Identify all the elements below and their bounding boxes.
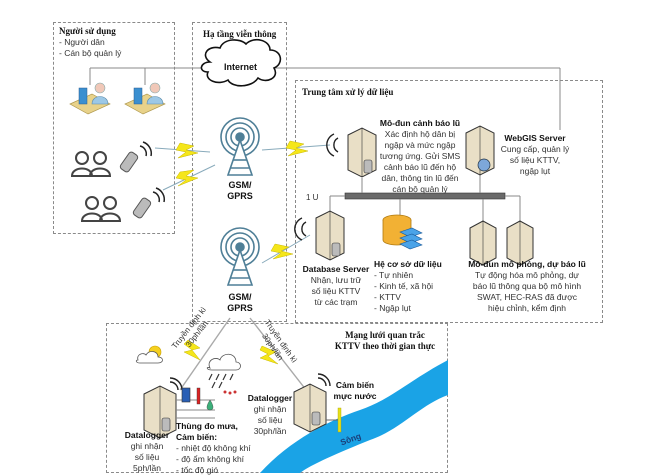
internet-cloud-icon	[200, 38, 282, 87]
database-item: - Ngập lụt	[374, 303, 411, 313]
tower-label-2: GSM/ GPRS	[220, 292, 260, 314]
users-list: - Người dân - Cán bộ quản lý	[59, 37, 121, 59]
sensors-text: Thùng đo mưa, Cảm biến: - nhiệt độ không…	[176, 421, 276, 476]
text-line: dân, thông tin lũ đến	[381, 173, 459, 183]
rain-cloud-icon	[206, 353, 241, 389]
tower-label-line: GSM/	[228, 180, 252, 190]
weather-datalogger-text: Datalogger ghi nhận số liệu 5ph/lần	[122, 430, 172, 474]
weather-datalogger-icon	[143, 377, 183, 439]
webgis-server-icon	[465, 125, 495, 176]
title-line: KTTV theo thời gian thực	[334, 341, 436, 351]
warning-module-text: Mô-đun cảnh báo lũ Xác định hộ dân bị ng…	[370, 118, 470, 195]
warning-server-icon	[326, 127, 377, 178]
sensor-instruments-icon	[176, 387, 237, 419]
simulation-module-text: Mô-đun mô phỏng, dự báo lũ Tự động hóa m…	[452, 259, 602, 314]
text-line: Nhận, lưu trữ	[310, 275, 362, 285]
water-datalogger-text: Datalogger ghi nhận số liệu 30ph/lần	[244, 393, 296, 437]
text-line: số liệu	[257, 415, 283, 425]
text-line: số liệu	[134, 452, 160, 462]
people-icon-2	[80, 196, 122, 222]
sensor-item: - tốc độ gió	[176, 465, 219, 475]
cell-tower-icon-1	[220, 117, 260, 176]
users-list-item: - Cán bộ quản lý	[59, 48, 122, 58]
transmit-link-left	[179, 317, 231, 391]
datalogger-title: Datalogger	[124, 430, 170, 440]
database-item: - Tự nhiên	[374, 270, 414, 280]
monitoring-group-title: Mạng lưới quan trắc KTTV theo thời gian …	[330, 330, 440, 352]
mobile-phone-icon-2	[132, 187, 166, 219]
text-line: ghi nhận	[253, 404, 287, 414]
water-sensor-text: Cảm biến mực nước	[330, 380, 380, 402]
webgis-title: WebGIS Server	[504, 133, 566, 143]
wireless-link-4	[261, 234, 311, 264]
telecom-group-title: Hạ tầng viễn thông	[203, 29, 277, 39]
text-line: Tự động hóa mô phỏng, dự	[474, 270, 579, 280]
text-line: 30ph/lần	[253, 426, 287, 436]
text-line: số liệu KTTV,	[509, 155, 561, 165]
tower-label-line: GPRS	[227, 191, 253, 201]
telecom-group	[192, 22, 287, 322]
sensor-item: - nhiệt độ không khí	[176, 443, 251, 453]
warning-module-title: Mô-đun cảnh báo lũ	[379, 118, 461, 128]
sun-cloud-icon	[135, 345, 163, 364]
switch-label: 1 U	[306, 193, 319, 202]
wireless-link-3	[261, 140, 331, 157]
text-line: Cung cấp, quản lý	[500, 144, 570, 154]
sensors-title: Thùng đo mưa,	[176, 421, 238, 431]
text-line: số liệu KTTV	[311, 286, 361, 296]
simulation-server-icon-2	[506, 220, 534, 266]
user-computer-icon-1	[69, 82, 111, 115]
river	[260, 360, 448, 473]
text-line: cảnh báo lũ đến hộ	[383, 162, 457, 172]
internet-label: Internet	[224, 62, 258, 72]
users-group-title: Người sử dụng	[59, 26, 116, 36]
mobile-phone-icon-1	[119, 141, 153, 173]
webgis-text: WebGIS Server Cung cấp, quản lý số liệu …	[495, 133, 575, 177]
database-title: Hệ cơ sở dữ liệu	[374, 259, 442, 269]
wireless-link-2	[162, 164, 216, 191]
database-icon	[382, 214, 423, 250]
users-list-item: - Người dân	[59, 37, 105, 47]
simulation-module-title: Mô-đun mô phỏng, dự báo lũ	[468, 259, 586, 269]
text-line: SWAT, HEC-RAS đã được	[476, 292, 578, 302]
datacenter-group-title: Trung tâm xử lý dữ liệu	[302, 87, 394, 97]
wireless-link-1	[154, 142, 211, 159]
transmit-link-right	[249, 317, 311, 396]
text-line: Cảm biến	[335, 380, 375, 390]
datacenter-group	[295, 80, 603, 323]
text-line: ngập lụt	[519, 166, 551, 176]
database-server-text: Database Server Nhận, lưu trữ số liệu KT…	[296, 264, 376, 308]
database-item: - Kinh tế, xã hội	[374, 281, 434, 291]
text-line: Xác định hộ dân bị	[384, 129, 456, 139]
database-item: - KTTV	[374, 292, 401, 302]
text-line: báo lũ thông qua bộ mô hình	[472, 281, 582, 291]
database-server-title: Database Server	[302, 264, 370, 274]
tower-label-line: GSM/	[228, 292, 252, 302]
database-server-icon	[294, 210, 345, 261]
text-line: 5ph/lần	[133, 463, 161, 473]
users-group	[53, 22, 175, 234]
text-line: ngập và mức ngập	[384, 140, 456, 150]
text-line: tương ứng. Gửi SMS	[379, 151, 461, 161]
datalogger-title: Datalogger	[247, 393, 293, 403]
text-line: hiệu chỉnh, kểm định	[488, 303, 566, 313]
text-line: ghi nhận	[130, 441, 164, 451]
tower-label-line: GPRS	[227, 303, 253, 313]
simulation-server-icon-1	[469, 220, 497, 266]
text-line: mực nước	[333, 391, 377, 401]
water-level-sensor-icon	[337, 407, 342, 433]
cell-tower-icon-2	[220, 227, 260, 286]
user-computer-icon-2	[124, 82, 166, 115]
sensor-item: - độ ẩm không khí	[176, 454, 245, 464]
text-line: cán bộ quản lý	[392, 184, 448, 194]
tower-label-1: GSM/ GPRS	[220, 180, 260, 202]
database-text: Hệ cơ sở dữ liệu - Tự nhiên - Kinh tế, x…	[374, 259, 454, 314]
people-icon-1	[70, 151, 112, 177]
text-line: từ các trạm	[314, 297, 358, 307]
water-datalogger-icon	[293, 373, 338, 433]
title-line: Mạng lưới quan trắc	[345, 330, 425, 340]
sensors-title: Cảm biến:	[176, 432, 218, 442]
